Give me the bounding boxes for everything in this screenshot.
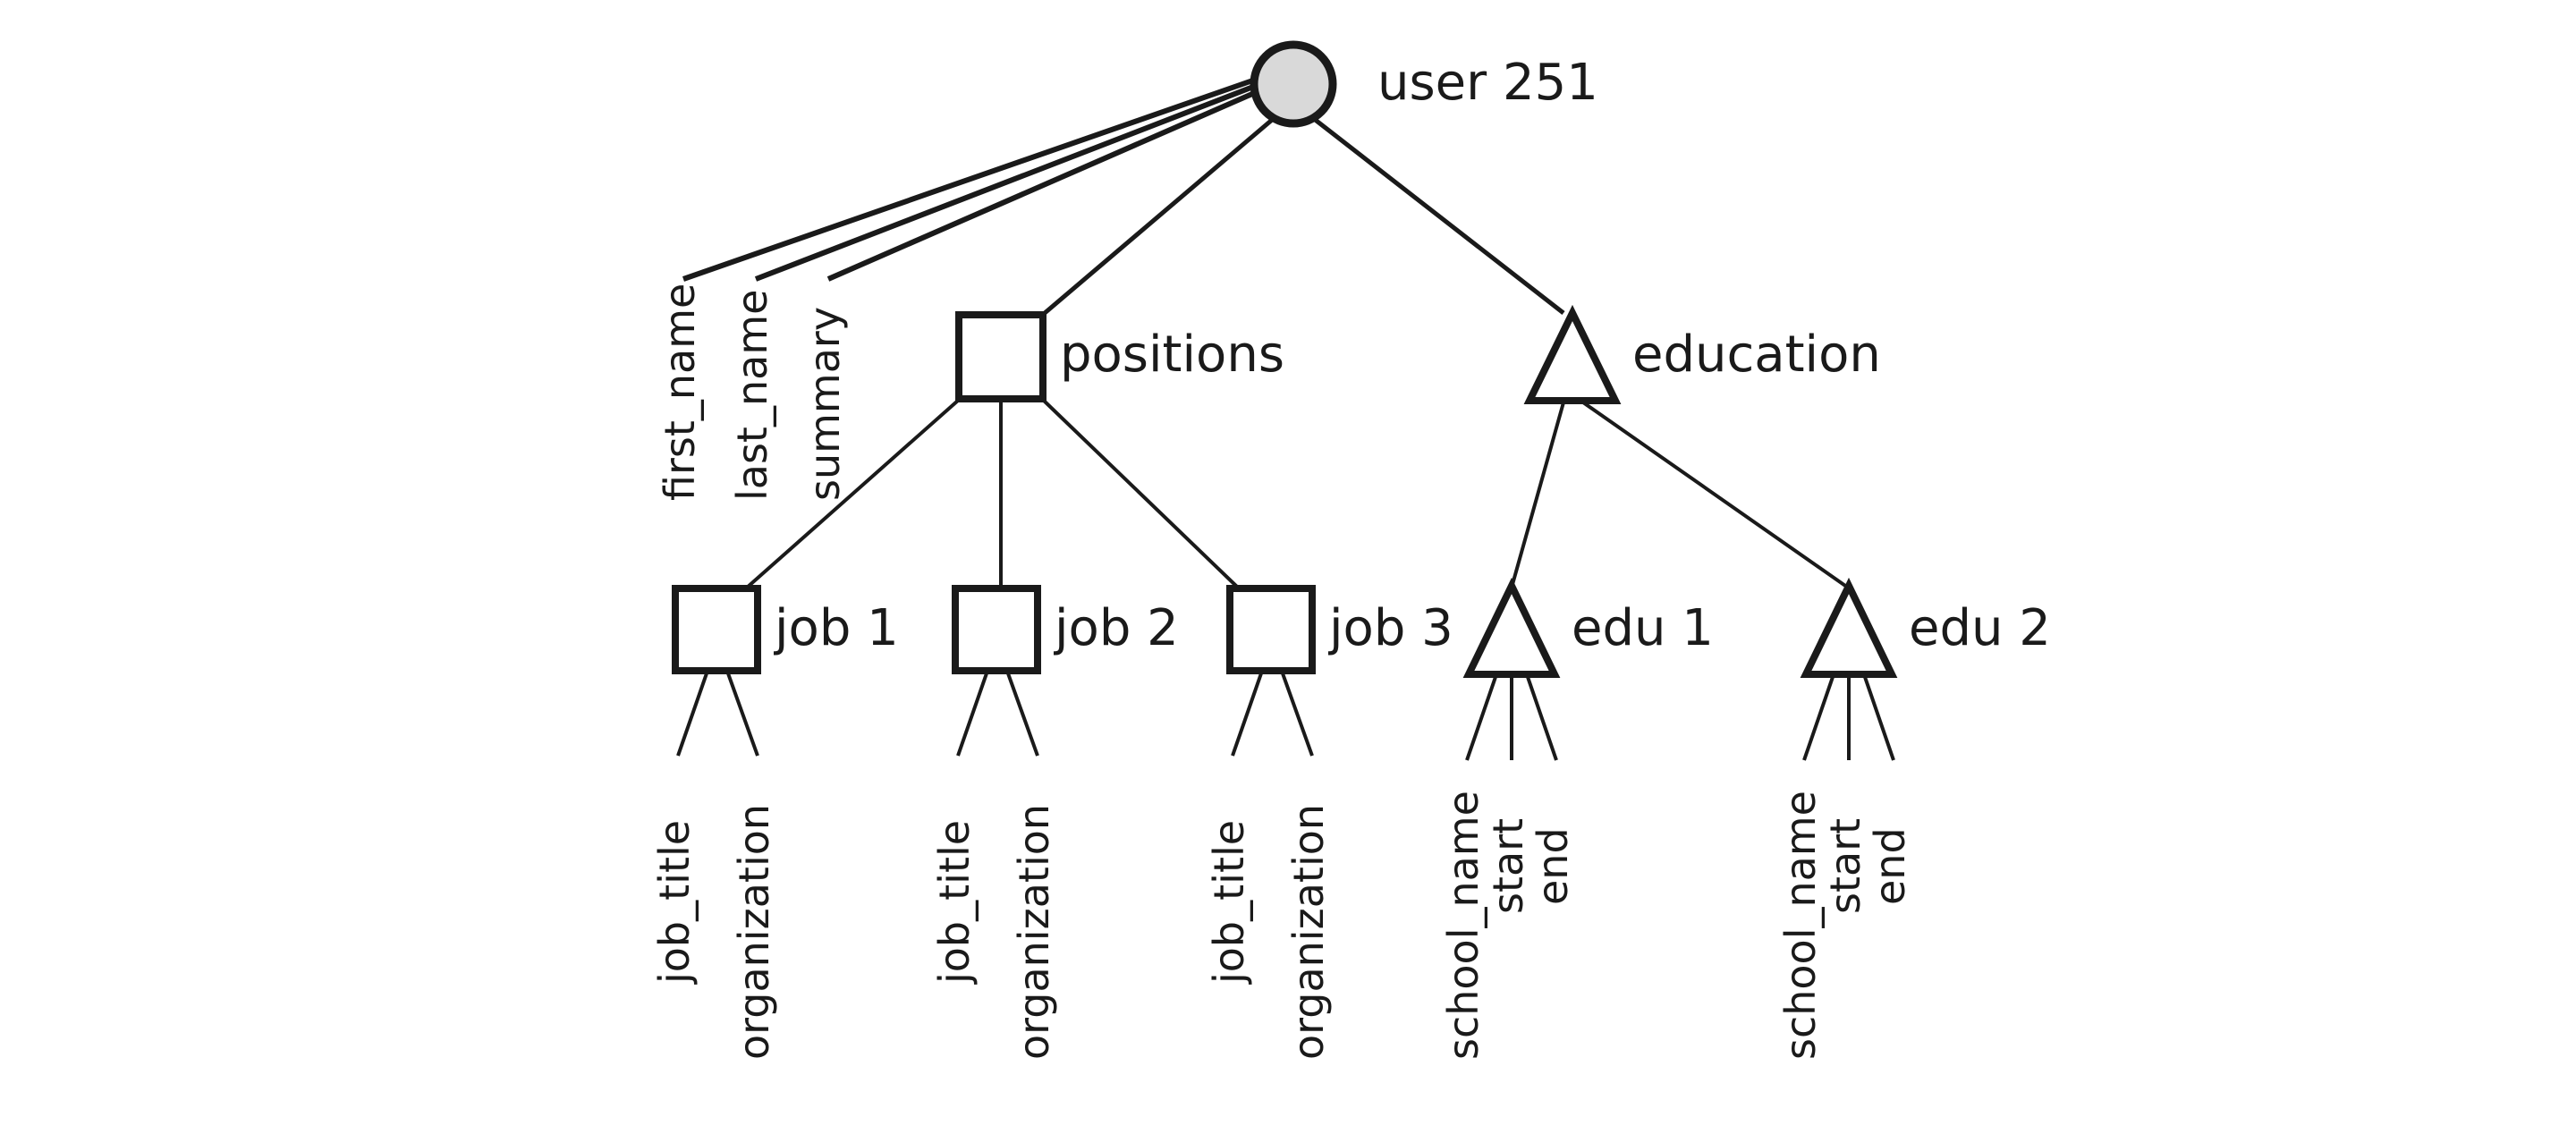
node-label-job-3: job 3 xyxy=(1327,599,1453,657)
edge-education-edu1 xyxy=(1510,402,1565,588)
edu1-triangle-shape[interactable] xyxy=(1462,577,1561,678)
job2-attribute-edges xyxy=(956,673,1039,757)
attr-label-first-name: first_name xyxy=(656,284,704,501)
attr-label-edu1-school-name: school_name xyxy=(1439,791,1487,1060)
node-education[interactable]: education xyxy=(1523,304,1881,404)
edge-job1-job-title xyxy=(676,673,708,757)
node-job-3[interactable]: job 3 xyxy=(1226,585,1453,674)
node-edu-2[interactable]: edu 2 xyxy=(1800,577,2051,678)
attr-label-edu2-school-name: school_name xyxy=(1776,791,1825,1060)
job3-attribute-edges xyxy=(1231,673,1314,757)
edu1-attribute-labels: school_name start end xyxy=(1439,791,1577,1060)
edu2-attribute-labels: school_name start end xyxy=(1776,791,1914,1060)
job2-square-shape[interactable] xyxy=(952,585,1041,674)
positions-square-shape[interactable] xyxy=(955,311,1046,402)
node-job-1[interactable]: job 1 xyxy=(672,585,899,674)
root-circle-shape[interactable] xyxy=(1250,40,1337,128)
education-triangle-shape[interactable] xyxy=(1523,304,1622,404)
node-edu-1[interactable]: edu 1 xyxy=(1462,577,1714,678)
edge-edu2-end xyxy=(1863,676,1895,761)
edu2-attribute-edges xyxy=(1802,676,1895,761)
edge-job2-job-title xyxy=(956,673,988,757)
edge-job1-organization xyxy=(726,673,759,757)
edge-education-edu2 xyxy=(1581,401,1850,589)
job2-attribute-labels: job_title organization xyxy=(930,804,1058,1060)
attr-label-job2-job-title: job_title xyxy=(930,820,979,985)
edu2-triangle-shape[interactable] xyxy=(1800,577,1898,678)
job1-attribute-edges xyxy=(676,673,759,757)
edge-edu1-school-name xyxy=(1465,676,1497,761)
positions-child-edges xyxy=(745,398,1240,589)
node-label-user-251: user 251 xyxy=(1377,54,1598,112)
edge-edu2-school-name xyxy=(1802,676,1835,761)
root-child-edges xyxy=(1043,114,1565,315)
root-attribute-labels: first_name last_name summary xyxy=(656,284,849,501)
attr-label-edu2-start: start xyxy=(1821,818,1869,914)
edge-edu1-end xyxy=(1526,676,1558,761)
job3-attribute-labels: job_title organization xyxy=(1205,804,1333,1060)
node-positions[interactable]: positions xyxy=(955,311,1284,402)
edge-job3-job-title xyxy=(1231,673,1263,757)
attr-label-job1-organization: organization xyxy=(730,804,778,1060)
attr-label-edu2-end: end xyxy=(1866,827,1914,905)
job1-attribute-labels: job_title organization xyxy=(650,804,778,1060)
edge-root-positions xyxy=(1043,114,1279,315)
node-job-2[interactable]: job 2 xyxy=(952,585,1179,674)
node-label-job-2: job 2 xyxy=(1053,599,1179,657)
node-label-job-1: job 1 xyxy=(773,599,899,657)
node-label-education: education xyxy=(1632,326,1881,384)
attr-label-job1-job-title: job_title xyxy=(650,820,699,985)
job1-square-shape[interactable] xyxy=(672,585,761,674)
node-label-edu-2: edu 2 xyxy=(1909,599,2051,657)
edge-root-last-name xyxy=(754,80,1267,282)
attr-label-last-name: last_name xyxy=(728,290,776,501)
edu1-attribute-edges xyxy=(1465,676,1558,761)
edge-job2-organization xyxy=(1006,673,1039,757)
edge-positions-job1 xyxy=(745,398,961,589)
edge-job3-organization xyxy=(1281,673,1314,757)
edge-root-education xyxy=(1308,114,1565,315)
edge-root-summary xyxy=(826,85,1268,282)
edge-root-first-name xyxy=(682,74,1264,282)
attr-label-summary: summary xyxy=(801,307,849,501)
attr-label-job3-job-title: job_title xyxy=(1205,820,1253,985)
node-label-positions: positions xyxy=(1060,326,1284,384)
attr-label-edu1-start: start xyxy=(1484,818,1532,914)
attr-label-job2-organization: organization xyxy=(1010,804,1058,1060)
attr-label-job3-organization: organization xyxy=(1284,804,1333,1060)
node-label-edu-1: edu 1 xyxy=(1572,599,1714,657)
job3-square-shape[interactable] xyxy=(1226,585,1316,674)
education-child-edges xyxy=(1510,401,1850,589)
node-user-251[interactable]: user 251 xyxy=(1250,40,1598,128)
root-attribute-edges xyxy=(682,74,1268,282)
attr-label-edu1-end: end xyxy=(1529,827,1577,905)
edge-positions-job3 xyxy=(1041,398,1240,589)
